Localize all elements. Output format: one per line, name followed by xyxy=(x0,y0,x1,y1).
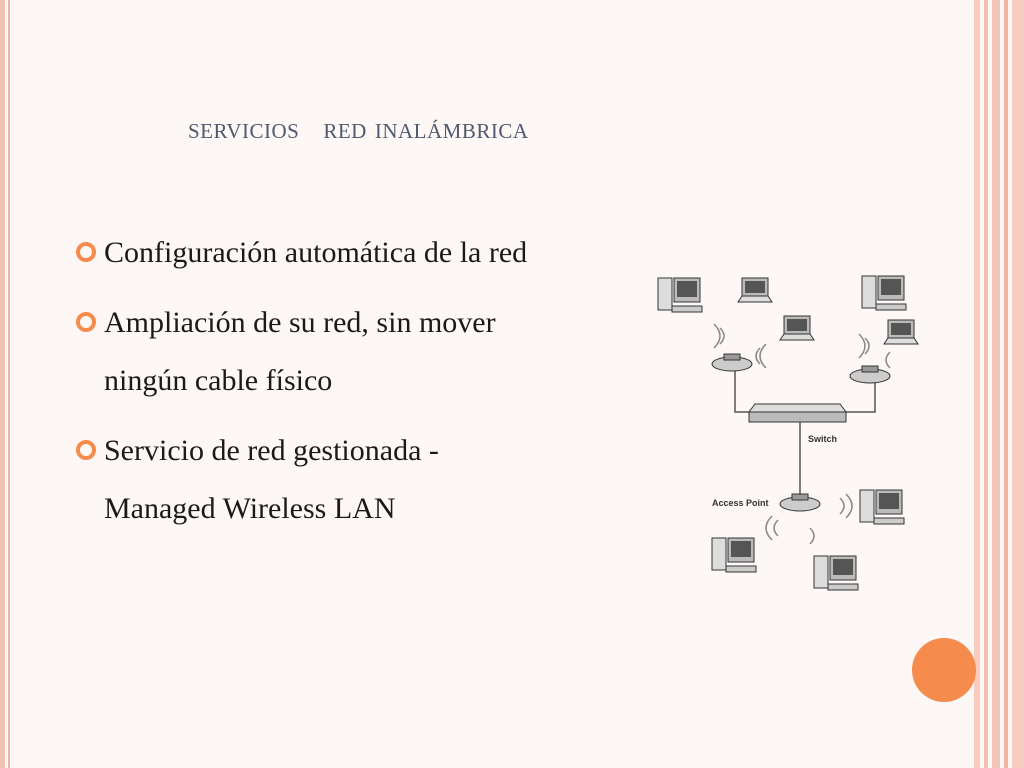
desktop-computer-icon xyxy=(711,537,757,573)
bullet-item: Configuración automática de la red xyxy=(74,224,674,282)
laptop-icon xyxy=(737,277,773,303)
wireless-signal-icon xyxy=(713,323,767,369)
circle-bullet-icon xyxy=(76,312,96,332)
desktop-computer-icon xyxy=(657,277,703,313)
bullet-item: Servicio de red gestionada - Managed Wir… xyxy=(74,422,674,538)
access-point-icon xyxy=(849,365,891,384)
bullet-text-continuation: ningún cable físico xyxy=(104,364,333,397)
desktop-computer-icon xyxy=(861,275,907,311)
cable-line xyxy=(845,380,876,413)
laptop-icon xyxy=(779,315,815,341)
wireless-signal-icon xyxy=(858,333,891,369)
circle-bullet-icon xyxy=(76,242,96,262)
access-point-icon xyxy=(779,493,821,512)
circle-bullet-icon xyxy=(76,440,96,460)
access-point-icon xyxy=(711,353,753,372)
bullet-text-continuation: Managed Wireless LAN xyxy=(104,492,396,525)
switch-label: Switch xyxy=(808,434,837,444)
desktop-computer-icon xyxy=(813,555,859,591)
network-switch-icon xyxy=(748,403,847,423)
cable-line xyxy=(734,370,755,413)
left-border-decoration xyxy=(0,0,14,768)
slide-title: SERVICIOS RED INALÁMBRICA xyxy=(188,112,529,145)
bullet-list: Configuración automática de la red Ampli… xyxy=(74,224,674,550)
bullet-text: Ampliación de su red, sin mover xyxy=(104,306,496,339)
access-point-label: Access Point xyxy=(712,498,769,508)
bullet-text: Configuración automática de la red xyxy=(104,236,528,269)
wireless-signal-icon xyxy=(765,493,853,545)
bullet-text: Servicio de red gestionada - xyxy=(104,434,439,467)
laptop-icon xyxy=(883,319,919,345)
desktop-computer-icon xyxy=(859,489,905,525)
decorative-orange-circle xyxy=(912,638,976,702)
bullet-item: Ampliación de su red, sin mover ningún c… xyxy=(74,294,674,410)
right-border-decoration xyxy=(974,0,1024,768)
wireless-network-diagram: Switch Access Point xyxy=(657,275,919,591)
